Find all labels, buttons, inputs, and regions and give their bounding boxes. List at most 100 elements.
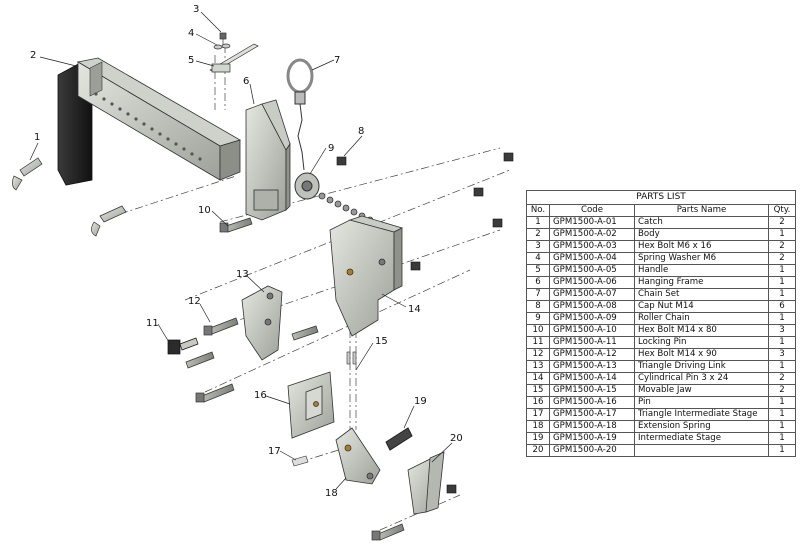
cell-code: GPM1500-A-20 <box>549 444 635 457</box>
cell-qty: 2 <box>768 252 796 265</box>
cell-no: 14 <box>526 372 550 385</box>
cell-no: 18 <box>526 420 550 433</box>
header-no: No. <box>526 204 550 217</box>
cell-qty: 3 <box>768 348 796 361</box>
hanging-frame-part <box>245 99 291 221</box>
cell-qty: 2 <box>768 384 796 397</box>
cell-qty: 2 <box>768 372 796 385</box>
callout-8: 8 <box>358 126 364 137</box>
cell-no: 9 <box>526 312 550 325</box>
cell-no: 4 <box>526 252 550 265</box>
parts-list-header: No. Code Parts Name Qty. <box>526 204 796 217</box>
cell-code: GPM1500-A-13 <box>549 360 635 373</box>
pin-part <box>291 455 309 467</box>
cell-no: 7 <box>526 288 550 301</box>
cell-code: GPM1500-A-08 <box>549 300 635 313</box>
cell-code: GPM1500-A-09 <box>549 312 635 325</box>
callout-7: 7 <box>334 55 340 66</box>
cell-code: GPM1500-A-03 <box>549 240 635 253</box>
callout-4: 4 <box>188 28 194 39</box>
cell-parts-name <box>634 444 769 457</box>
cell-code: GPM1500-A-02 <box>549 228 635 241</box>
triangle-intermediate-stage-part <box>335 427 381 485</box>
cell-no: 15 <box>526 384 550 397</box>
cap-nut-parts <box>336 152 514 494</box>
callout-19: 19 <box>414 396 427 407</box>
cell-parts-name: Hanging Frame <box>634 276 769 289</box>
cell-qty: 2 <box>768 240 796 253</box>
cell-parts-name: Locking Pin <box>634 336 769 349</box>
cell-code: GPM1500-A-16 <box>549 396 635 409</box>
cell-qty: 3 <box>768 324 796 337</box>
cell-no: 17 <box>526 408 550 421</box>
callout-leaders <box>29 11 453 490</box>
cell-qty: 1 <box>768 336 796 349</box>
cell-parts-name: Pin <box>634 396 769 409</box>
callout-14: 14 <box>408 304 421 315</box>
pin-plate-part <box>287 371 335 439</box>
callout-3: 3 <box>193 4 199 15</box>
cell-qty: 1 <box>768 276 796 289</box>
cell-no: 20 <box>526 444 550 457</box>
body-part <box>57 57 242 186</box>
cell-no: 16 <box>526 396 550 409</box>
cell-no: 1 <box>526 216 550 229</box>
callout-11: 11 <box>146 318 159 329</box>
cell-qty: 1 <box>768 444 796 457</box>
header-code: Code <box>549 204 635 217</box>
intermediate-stage-part <box>407 451 445 515</box>
locking-pin-part <box>167 337 199 355</box>
cell-parts-name: Hex Bolt M14 x 90 <box>634 348 769 361</box>
cell-no: 6 <box>526 276 550 289</box>
cell-qty: 1 <box>768 396 796 409</box>
cell-parts-name: Triangle Intermediate Stage <box>634 408 769 421</box>
cylindrical-pin-parts <box>346 351 357 365</box>
cell-code: GPM1500-A-17 <box>549 408 635 421</box>
callout-6: 6 <box>243 76 249 87</box>
cell-qty: 1 <box>768 408 796 421</box>
cell-code: GPM1500-A-06 <box>549 276 635 289</box>
callout-10: 10 <box>198 205 211 216</box>
callout-2: 2 <box>30 50 36 61</box>
cell-qty: 1 <box>768 432 796 445</box>
cell-code: GPM1500-A-01 <box>549 216 635 229</box>
cell-parts-name: Hex Bolt M14 x 80 <box>634 324 769 337</box>
callout-16: 16 <box>254 390 267 401</box>
callout-5: 5 <box>188 55 194 66</box>
cell-parts-name: Cylindrical Pin 3 x 24 <box>634 372 769 385</box>
catch-part <box>12 157 127 237</box>
cell-parts-name: Extension Spring <box>634 420 769 433</box>
cell-parts-name: Cap Nut M14 <box>634 300 769 313</box>
callout-9: 9 <box>328 143 334 154</box>
chain-set-part <box>286 58 320 200</box>
callout-1: 1 <box>34 132 40 143</box>
cell-no: 11 <box>526 336 550 349</box>
handle-fasteners <box>209 32 259 73</box>
cell-parts-name: Body <box>634 228 769 241</box>
cell-qty: 2 <box>768 216 796 229</box>
callout-12: 12 <box>188 296 201 307</box>
callout-13: 13 <box>236 269 249 280</box>
parts-list-header-row: No. Code Parts Name Qty. <box>526 204 796 217</box>
cell-parts-name: Hex Bolt M6 x 16 <box>634 240 769 253</box>
cell-parts-name: Catch <box>634 216 769 229</box>
cell-code: GPM1500-A-15 <box>549 384 635 397</box>
cell-parts-name: Spring Washer M6 <box>634 252 769 265</box>
cell-qty: 1 <box>768 312 796 325</box>
cell-code: GPM1500-A-04 <box>549 252 635 265</box>
cell-no: 2 <box>526 228 550 241</box>
